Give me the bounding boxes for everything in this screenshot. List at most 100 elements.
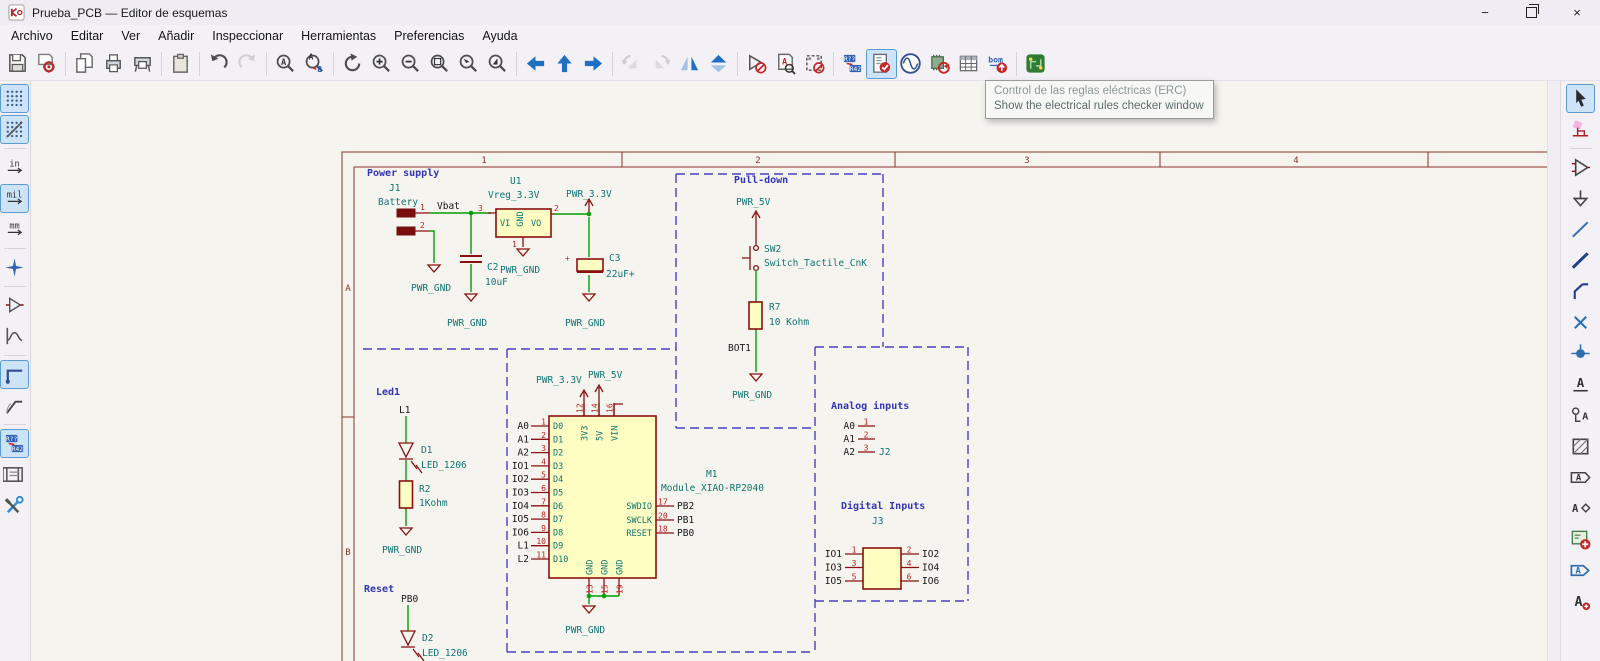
erc-button[interactable] — [866, 48, 897, 79]
symbol-library-button[interactable]: A — [771, 50, 800, 78]
rotate-ccw-button[interactable] — [617, 50, 646, 78]
svg-text:A: A — [1576, 474, 1582, 484]
no-connect-button[interactable] — [1567, 309, 1594, 336]
footprint-clear-button[interactable] — [800, 50, 829, 78]
mirror-v-button[interactable] — [704, 50, 733, 78]
menu-editar[interactable]: Editar — [70, 29, 104, 43]
add-symbol-button[interactable] — [1567, 154, 1594, 181]
assign-footprints-button[interactable] — [925, 50, 954, 78]
undo-button[interactable] — [204, 50, 233, 78]
refresh-icon — [341, 52, 364, 75]
minimize-button[interactable]: − — [1481, 5, 1489, 20]
menu-preferencias[interactable]: Preferencias — [394, 29, 465, 43]
hidden-pin-toggle-button[interactable] — [1, 292, 28, 319]
add-sheet-button[interactable] — [1567, 526, 1594, 553]
highlight-net-icon — [1569, 118, 1592, 141]
menu-ver[interactable]: Ver — [121, 29, 141, 43]
cursor-shape-icon — [3, 256, 26, 279]
class-label-button[interactable]: A — [1567, 402, 1594, 429]
ext-tools-button[interactable] — [1, 492, 28, 519]
svg-text:A: A — [1575, 595, 1583, 610]
add-power-button[interactable] — [1567, 185, 1594, 212]
svg-text:D4: D4 — [553, 475, 563, 485]
redo-button[interactable] — [233, 50, 262, 78]
restore-button[interactable] — [1508, 0, 1554, 25]
rotate-cw-button[interactable] — [646, 50, 675, 78]
menu-aadir[interactable]: Añadir — [158, 29, 195, 43]
svg-text:mm: mm — [10, 222, 20, 232]
hop-wires-button[interactable] — [1, 323, 28, 350]
c3-body — [576, 258, 604, 272]
nav-forward-button[interactable] — [579, 50, 608, 78]
grid-dots-button[interactable] — [0, 84, 30, 113]
mirror-h-button[interactable] — [675, 50, 704, 78]
pcb-editor-button[interactable] — [1021, 50, 1050, 78]
units-in-button[interactable]: in — [1, 154, 28, 181]
paste-button[interactable] — [166, 50, 195, 78]
schematic-canvas[interactable]: 12345AB Power supply J1 Battery 1 2 — [30, 81, 1548, 661]
global-label-icon: A — [1569, 466, 1592, 489]
save-button[interactable] — [3, 50, 32, 78]
toolbar-separator — [65, 51, 66, 76]
vertical-scrollbar[interactable] — [1547, 81, 1561, 661]
zoom-out-button[interactable] — [396, 50, 425, 78]
svg-text:GND: GND — [600, 560, 610, 575]
show-hidden-pins-button[interactable] — [742, 50, 771, 78]
svg-text:IO3: IO3 — [825, 563, 842, 574]
wire-angle-button[interactable] — [1, 392, 28, 419]
annotate-auto-button[interactable]: R??R42 — [0, 429, 30, 458]
junction-button[interactable] — [1567, 340, 1594, 367]
zoom-in-button[interactable] — [367, 50, 396, 78]
zoom-selection-button[interactable] — [483, 50, 512, 78]
add-bus-entry-icon — [1569, 280, 1592, 303]
net-label-button[interactable]: A — [1567, 371, 1594, 398]
save-icon — [6, 52, 29, 75]
module-section: PWR_3.3V PWR_5V M1 Module_XIAO-RP2040 A0… — [512, 370, 764, 636]
close-button[interactable]: × — [1573, 5, 1581, 20]
field-box-button[interactable] — [1, 461, 28, 488]
add-text-button[interactable]: A — [1567, 588, 1594, 615]
zoom-fit-button[interactable] — [425, 50, 454, 78]
rule-area-button[interactable] — [1567, 433, 1594, 460]
svg-text:VO: VO — [531, 219, 541, 229]
global-label-button[interactable]: A — [1567, 464, 1594, 491]
menu-archivo[interactable]: Archivo — [11, 29, 53, 43]
menu-herramientas[interactable]: Herramientas — [301, 29, 377, 43]
power-supply-section: Power supply J1 Battery 1 2 Vbat C2 10uF… — [367, 168, 635, 329]
svg-text:PB1: PB1 — [677, 515, 694, 526]
hier-label-button[interactable]: A — [1567, 495, 1594, 522]
schematic-setup-icon — [35, 52, 58, 75]
refresh-button[interactable] — [338, 50, 367, 78]
find-button[interactable]: A — [271, 50, 300, 78]
erc-icon — [870, 52, 893, 75]
add-bus-entry-button[interactable] — [1567, 278, 1594, 305]
svg-text:D1: D1 — [421, 445, 433, 456]
svg-text:22uF+: 22uF+ — [606, 269, 635, 280]
highlight-net-button[interactable] — [1567, 116, 1594, 143]
nav-up-button[interactable] — [550, 50, 579, 78]
zoom-objects-button[interactable] — [454, 50, 483, 78]
units-mm-button[interactable]: mm — [1, 216, 28, 243]
schematic-setup-button[interactable] — [32, 50, 61, 78]
bom-button[interactable]: bom — [983, 50, 1012, 78]
plot-button[interactable] — [128, 50, 157, 78]
sheet-pin-button[interactable]: A — [1567, 557, 1594, 584]
page-setup-button[interactable] — [70, 50, 99, 78]
add-bus-button[interactable] — [1567, 247, 1594, 274]
add-wire-button[interactable] — [1567, 216, 1594, 243]
wire-90-button[interactable] — [0, 360, 30, 389]
grid-override-button[interactable] — [0, 115, 30, 144]
nav-back-button[interactable] — [521, 50, 550, 78]
svg-text:3: 3 — [852, 559, 857, 568]
svg-text:PWR_GND: PWR_GND — [732, 390, 772, 401]
units-mil-button[interactable]: mil — [0, 184, 30, 213]
annotate-button[interactable]: R??R42 — [838, 50, 867, 78]
simulator-button[interactable] — [896, 50, 925, 78]
menu-inspeccionar[interactable]: Inspeccionar — [212, 29, 284, 43]
select-button[interactable] — [1566, 84, 1596, 113]
cursor-shape-button[interactable] — [1, 254, 28, 281]
fields-table-button[interactable] — [954, 50, 983, 78]
print-button[interactable] — [99, 50, 128, 78]
menu-ayuda[interactable]: Ayuda — [482, 29, 518, 43]
